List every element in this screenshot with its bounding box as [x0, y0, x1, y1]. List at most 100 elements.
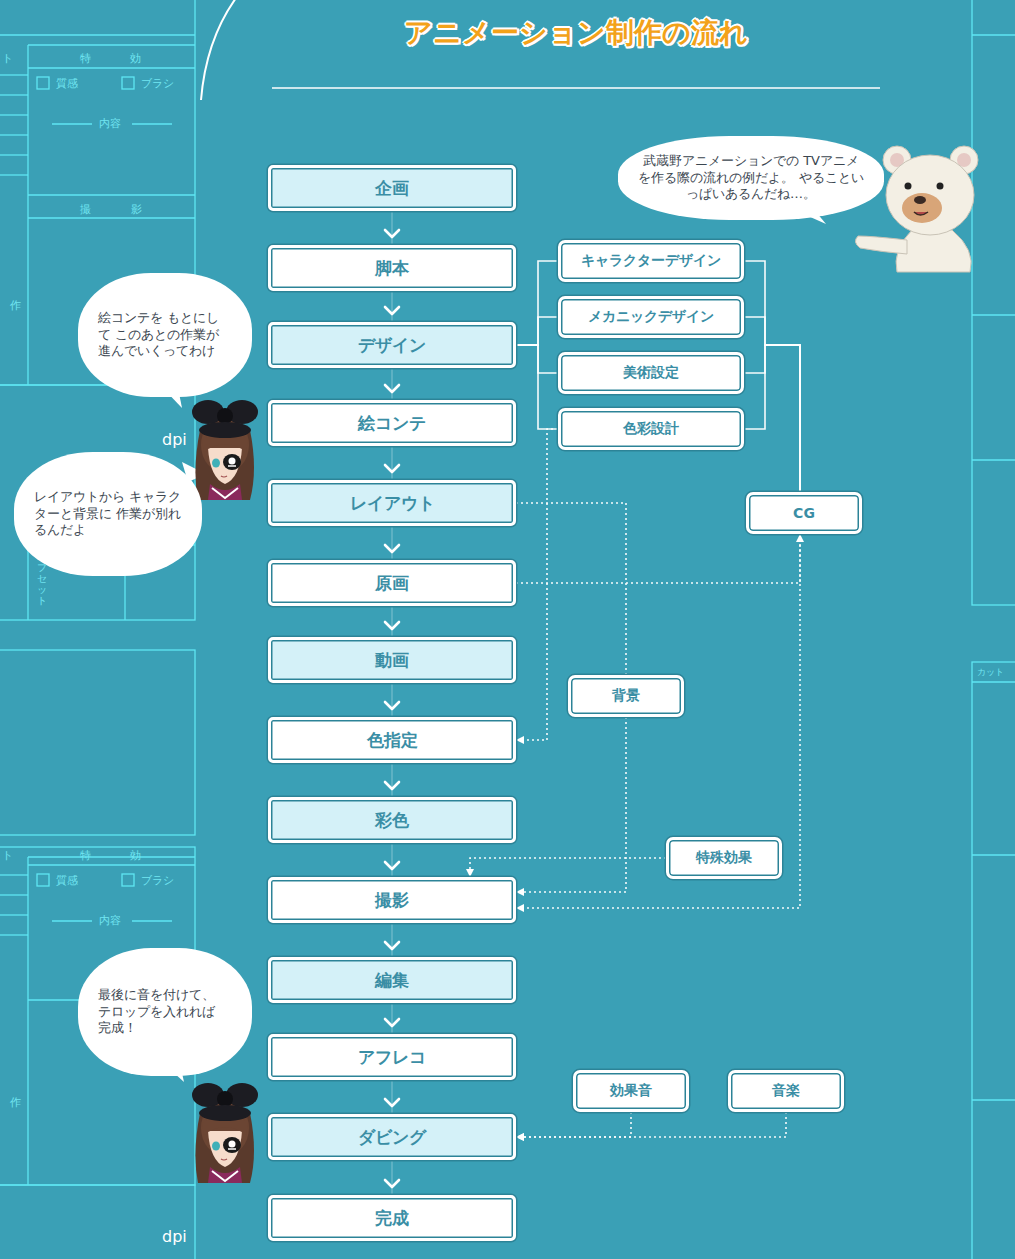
- speech-bubble: 武蔵野アニメーションでの TVアニメを作る際の流れの例だよ。 やることいっぱいあ…: [618, 136, 884, 220]
- link-line: [744, 345, 800, 492]
- process-box: 撮影: [268, 877, 516, 923]
- decor-shape: [914, 212, 928, 215]
- node-text: 彩色: [375, 809, 409, 832]
- decor-shape: [132, 920, 172, 921]
- decor-shape: [0, 74, 28, 75]
- link-line: [744, 345, 800, 492]
- flow-arrow: [391, 446, 392, 480]
- decor-shape: [902, 193, 942, 223]
- decor-shape: [0, 1185, 195, 1259]
- flow-arrow: [391, 526, 392, 560]
- link-line: [744, 317, 800, 492]
- process-box: 完成: [268, 1195, 516, 1241]
- speech-bubble: 絵コンテを もとにして このあとの作業が 進んでいくってわけ: [78, 273, 252, 397]
- decor-shape: [28, 44, 195, 45]
- decor-shape: [972, 681, 1015, 682]
- sub-process-box: 音楽: [728, 1070, 844, 1112]
- node-text: アフレコ: [358, 1046, 426, 1069]
- node-text: 特殊効果: [696, 849, 752, 867]
- flow-arrow: [391, 923, 392, 957]
- flow-arrow: [391, 683, 392, 717]
- node-text: 最後に音を付けて、 テロップを入れれば 完成！: [98, 987, 232, 1038]
- node-text: 完成: [375, 1207, 409, 1230]
- process-box: 動画: [268, 637, 516, 683]
- link-line: [516, 534, 800, 583]
- sheet-label: フセット: [37, 562, 47, 606]
- process-box: レイアウト: [268, 480, 516, 526]
- sub-process-box: キャラクターデザイン: [558, 240, 744, 282]
- process-box: 編集: [268, 957, 516, 1003]
- sheet-label: ブラシ: [141, 875, 174, 886]
- sheet-label: 撮: [80, 204, 91, 215]
- decor-shape: [132, 123, 172, 124]
- process-box: 絵コンテ: [268, 400, 516, 446]
- sub-process-box: CG: [746, 492, 862, 534]
- decor-shape: [972, 34, 1015, 35]
- decor-shape: [28, 864, 195, 865]
- node-text: 脚本: [375, 257, 409, 280]
- process-box: 企画: [268, 165, 516, 211]
- decor-shape: [0, 134, 28, 135]
- title-rule: [272, 87, 880, 89]
- speech-bubble: レイアウトから キャラクターと背景に 作業が別れるんだよ: [14, 452, 202, 576]
- sheet-label: 内容: [99, 915, 121, 926]
- flow-arrow: [391, 606, 392, 637]
- node-text: レイアウト: [350, 492, 435, 515]
- decor-shape: [972, 1099, 1015, 1100]
- node-text: デザイン: [358, 334, 426, 357]
- sub-process-box: 特殊効果: [666, 837, 782, 879]
- decor-shape: [28, 856, 195, 857]
- decor-shape: [905, 183, 912, 190]
- decor-shape: [28, 194, 195, 195]
- sheet-label: 特: [80, 53, 91, 64]
- decor-shape: [28, 67, 195, 68]
- decor-shape: [972, 314, 1015, 315]
- node-text: 動画: [375, 649, 409, 672]
- process-box: ダビング: [268, 1114, 516, 1160]
- sub-process-box: 色彩設計: [558, 408, 744, 450]
- node-text: ダビング: [358, 1126, 426, 1149]
- sheet-label: dpi: [162, 1229, 187, 1245]
- decor-shape: [122, 874, 134, 886]
- flow-arrow: [391, 291, 392, 322]
- decor-shape: [52, 920, 92, 921]
- decor-shape: [28, 217, 195, 218]
- decor-shape: [192, 1083, 258, 1183]
- decor-shape: [27, 45, 28, 385]
- sheet-label: 内容: [99, 118, 121, 129]
- sub-process-box: メカニックデザイン: [558, 296, 744, 338]
- link-line: [516, 317, 558, 345]
- flow-arrow: [391, 843, 392, 877]
- process-box: アフレコ: [268, 1034, 516, 1080]
- flow-arrow: [391, 1160, 392, 1195]
- decor-shape: [0, 94, 28, 95]
- speech-bubble: 最後に音を付けて、 テロップを入れれば 完成！: [78, 948, 252, 1076]
- node-text: 絵コンテ: [358, 412, 426, 435]
- decor-shape: [0, 650, 195, 835]
- process-box: 彩色: [268, 797, 516, 843]
- sheet-label: 特: [80, 850, 91, 861]
- decor-shape: [855, 236, 907, 254]
- sheet-label: 質感: [56, 875, 78, 886]
- process-box: デザイン: [268, 322, 516, 368]
- decor-shape: [914, 196, 926, 204]
- sheet-label: 効: [130, 53, 141, 64]
- node-text: 背景: [612, 687, 640, 705]
- process-box: 原画: [268, 560, 516, 606]
- decor-shape: [192, 400, 258, 500]
- link-line: [516, 345, 558, 373]
- node-text: 色彩設計: [623, 420, 679, 438]
- decor-shape: [0, 874, 28, 875]
- link-line: [516, 534, 800, 908]
- decor-shape: [0, 894, 28, 895]
- decor-shape: [0, 114, 28, 115]
- link-line: [516, 261, 558, 345]
- sheet-label: カット: [977, 668, 1004, 677]
- link-line: [516, 1112, 786, 1137]
- flow-arrow: [391, 211, 392, 245]
- decor-shape: [937, 183, 944, 190]
- decor-shape: [0, 174, 28, 175]
- sheet-label: 効: [130, 850, 141, 861]
- decor-shape: [37, 77, 49, 89]
- decor-shape: [972, 0, 1015, 605]
